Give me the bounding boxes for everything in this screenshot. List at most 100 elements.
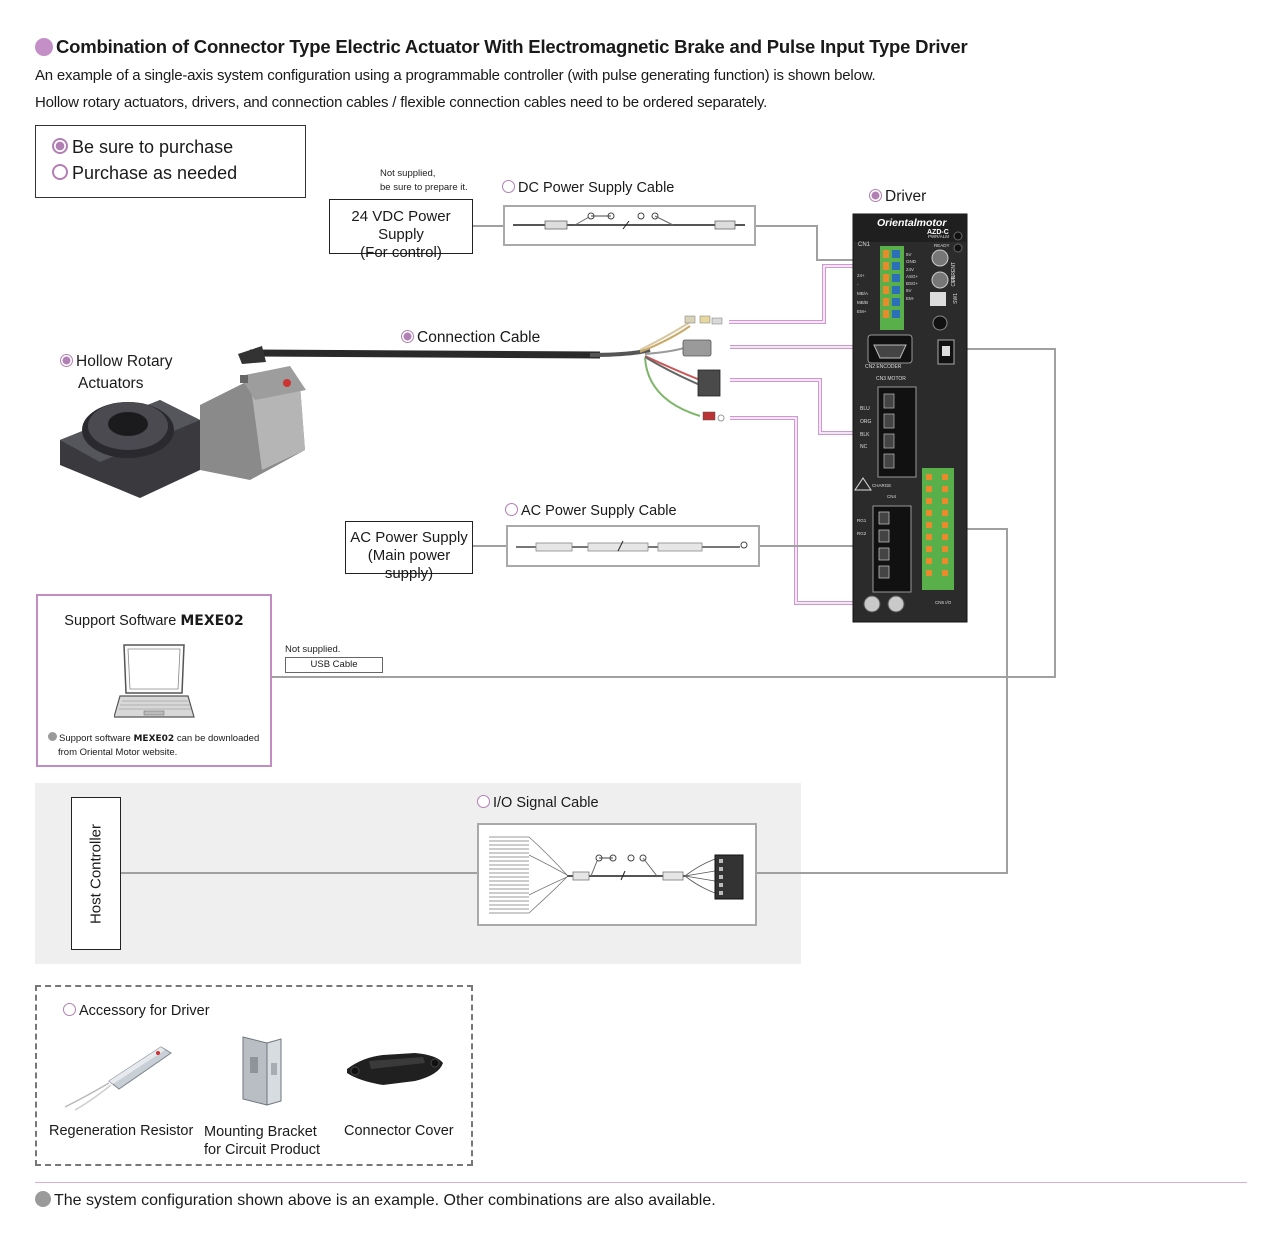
mounting-bracket-label-2: for Circuit Product bbox=[204, 1142, 321, 1158]
actuator-label-sub: Actuators bbox=[78, 375, 144, 392]
driver-led-pwr: PWR/ALM bbox=[928, 234, 950, 239]
connection-cable-label: Connection Cable bbox=[417, 329, 541, 346]
driver-cn2-label: CN2 ENCODER bbox=[865, 364, 902, 370]
driver-label: Driver bbox=[885, 188, 927, 205]
cn1-pin-0: 5V bbox=[906, 252, 912, 257]
legend-purchase-label: Be sure to purchase bbox=[72, 137, 234, 157]
dc-cable-graphic bbox=[513, 212, 745, 230]
driver-charge-label: CHARGE bbox=[872, 483, 892, 488]
driver-cn3-pins: BLU ORG BLK NC bbox=[860, 403, 876, 454]
cn4-pin-0: RG1 bbox=[857, 518, 867, 523]
connection-cable-label-row: Connection Cable bbox=[401, 329, 540, 347]
cn3-pin-1: ORG bbox=[860, 418, 872, 425]
software-note-name: MEXE02 bbox=[133, 734, 175, 744]
cn1-pin-4: BSG+ bbox=[906, 281, 919, 287]
mounting-bracket-label: Mounting Bracket for Circuit Product bbox=[204, 1123, 320, 1159]
footer-note-text: The system configuration shown above is … bbox=[54, 1192, 716, 1209]
driver-cn1-left-pins: 24+ - MB/A MB/B EM+ bbox=[857, 271, 877, 316]
accessory-title-row: Accessory for Driver bbox=[63, 1003, 210, 1019]
driver-sw1-label: SW1 bbox=[953, 293, 959, 304]
connector-cover-icon bbox=[347, 1053, 443, 1085]
cn1-pin-6: EM- bbox=[906, 295, 915, 301]
wire-brake-to-cn1-core bbox=[729, 265, 880, 323]
title-bullet-icon bbox=[35, 38, 53, 56]
driver-cn4-pins: RG1 RG2 bbox=[857, 514, 871, 540]
driver-led-ready: READY bbox=[934, 243, 950, 248]
ac-power-supply-sub: (Main power supply) bbox=[367, 547, 451, 582]
footer-bullet-icon bbox=[35, 1191, 51, 1207]
accessory-open-circle-icon bbox=[63, 1003, 76, 1016]
hollow-rotary-actuator-graphic bbox=[60, 366, 306, 498]
intro-line-2: Hollow rotary actuators, drivers, and co… bbox=[35, 94, 768, 111]
as-needed-open-circle-icon bbox=[52, 164, 68, 180]
usb-cable-box: USB Cable bbox=[285, 657, 383, 673]
io-cable-open-circle-icon bbox=[477, 795, 490, 808]
wire-usb bbox=[272, 348, 1056, 678]
mounting-bracket-icon bbox=[242, 1036, 282, 1106]
usb-note: Not supplied. bbox=[285, 644, 341, 655]
regeneration-resistor-icon bbox=[64, 1046, 172, 1111]
dc-cable-label-row: DC Power Supply Cable bbox=[502, 180, 674, 196]
legend-box: Be sure to purchase Purchase as needed bbox=[35, 125, 306, 198]
page-title: Combination of Connector Type Electric A… bbox=[35, 36, 968, 58]
usb-cable-label: USB Cable bbox=[310, 659, 358, 670]
ac-cable-graphic bbox=[516, 540, 748, 552]
wire-io-to-cn5 bbox=[757, 528, 1008, 874]
io-cable-graphic bbox=[489, 836, 744, 914]
io-cable-label: I/O Signal Cable bbox=[493, 795, 599, 811]
driver-model: AZD-C bbox=[927, 229, 949, 236]
cn1-left-0: 24+ bbox=[857, 273, 865, 278]
cn1-left-3: MB/B bbox=[857, 300, 869, 305]
driver-cn4-label: CN4 bbox=[887, 494, 897, 499]
ac-cable-label-row: AC Power Supply Cable bbox=[505, 503, 677, 519]
legend-row-as-needed: Purchase as needed bbox=[52, 163, 237, 184]
wire-dc-to-cn1 bbox=[756, 225, 880, 261]
support-software-box: Support Software MEXE02 Support software… bbox=[36, 594, 272, 767]
ac-cable-open-circle-icon bbox=[505, 503, 518, 516]
accessory-title: Accessory for Driver bbox=[79, 1003, 210, 1019]
footer-note: The system configuration shown above is … bbox=[35, 1191, 716, 1210]
dc-cable-label: DC Power Supply Cable bbox=[518, 180, 675, 196]
cn1-pin-1: GND bbox=[906, 259, 916, 265]
cn3-pin-3: BLK bbox=[860, 431, 870, 438]
connection-cable-graphic bbox=[238, 315, 725, 422]
software-title: Support Software MEXE02 bbox=[38, 613, 270, 629]
connection-cable-filled-circle-icon bbox=[401, 330, 414, 343]
accessory-box: Accessory for Driver Regeneration Resist… bbox=[35, 985, 473, 1166]
driver-cn3-label: CN3 MOTOR bbox=[876, 376, 906, 382]
dc-power-supply-sub: (For control) bbox=[360, 244, 442, 261]
driver-cn1-label: CN1 bbox=[858, 242, 871, 248]
actuator-label: Hollow Rotary bbox=[76, 353, 173, 370]
software-note-suffix: can be downloaded bbox=[174, 733, 260, 744]
dc-cable-open-circle-icon bbox=[502, 180, 515, 193]
wire-ground bbox=[730, 416, 868, 605]
cn1-left-1: - bbox=[857, 282, 859, 287]
connector-cover-label: Connector Cover bbox=[344, 1123, 454, 1139]
driver-cn1-pins: 5V GND 24V ASG+ BSG+ 5V EM- bbox=[906, 251, 920, 302]
driver-cn5-label: CN5 I/O bbox=[935, 600, 952, 605]
driver-fil-label: FIL bbox=[951, 275, 957, 283]
cn1-pin-5: 5V bbox=[906, 288, 912, 294]
host-controller-label: Host Controller bbox=[87, 823, 105, 924]
regeneration-resistor-label: Regeneration Resistor bbox=[49, 1123, 194, 1139]
purchase-filled-circle-icon bbox=[52, 138, 68, 154]
software-title-name: MEXE02 bbox=[180, 613, 244, 629]
cn1-pin-2: 24V bbox=[906, 266, 915, 272]
driver-brand: Orientalmotor bbox=[877, 217, 947, 229]
legend-row-purchase: Be sure to purchase bbox=[52, 137, 233, 158]
cn3-pin-0: BLU bbox=[860, 406, 870, 412]
software-note-line2: from Oriental Motor website. bbox=[58, 747, 178, 758]
dc-cable-box bbox=[503, 205, 756, 246]
ac-cable-box bbox=[506, 525, 760, 567]
io-cable-box bbox=[477, 823, 757, 926]
driver-unit-graphic bbox=[852, 213, 968, 623]
software-note-prefix: Support software bbox=[59, 733, 134, 744]
dc-power-supply-box: 24 VDC Power Supply (For control) bbox=[329, 199, 473, 261]
cn3-pin-4: NC bbox=[860, 444, 868, 451]
actuator-label-block: Hollow Rotary Actuators bbox=[60, 351, 172, 395]
cn4-pin-1: RG2 bbox=[857, 531, 867, 536]
note-bullet-icon bbox=[48, 732, 57, 741]
power-note-line-1: Not supplied, bbox=[380, 168, 436, 179]
laptop-icon bbox=[114, 644, 195, 718]
